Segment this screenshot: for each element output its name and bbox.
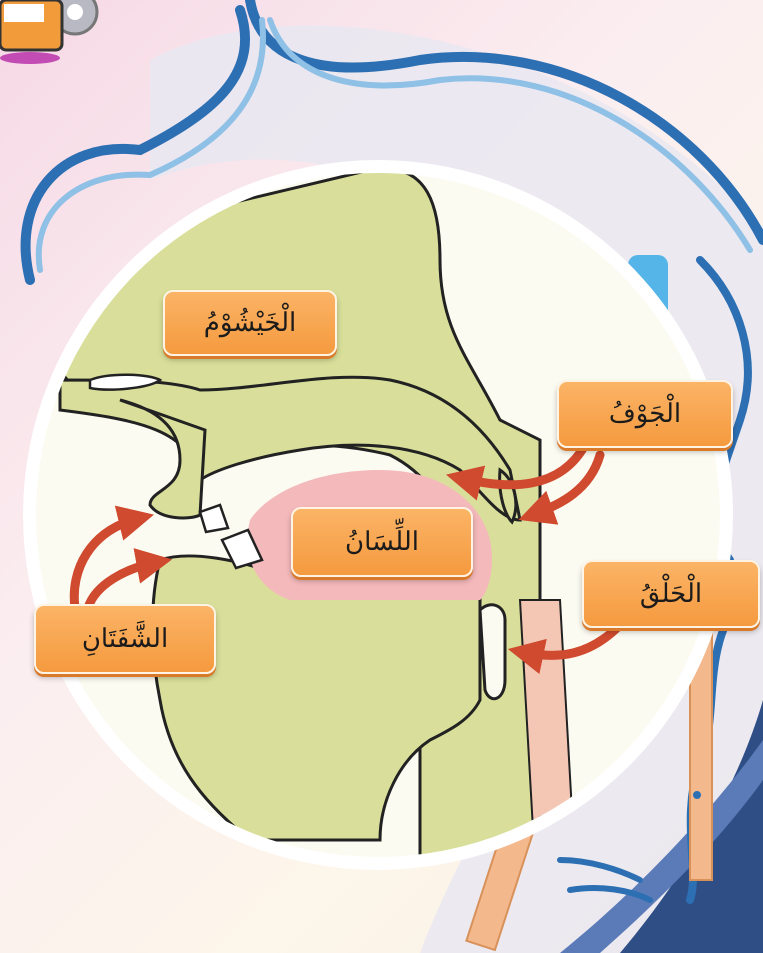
label-nasal-cavity: الْخَيْشُوْمُ — [163, 290, 337, 356]
label-oral-cavity: الْجَوْفُ — [557, 380, 733, 448]
epiglottis — [480, 605, 505, 699]
gear-tablet-icon — [0, 0, 97, 64]
throat-dot — [693, 791, 701, 799]
label-throat: الْحَلْقُ — [582, 560, 760, 628]
label-tongue: اللِّسَانُ — [291, 507, 473, 577]
label-lips: الشَّفَتَانِ — [34, 604, 216, 674]
